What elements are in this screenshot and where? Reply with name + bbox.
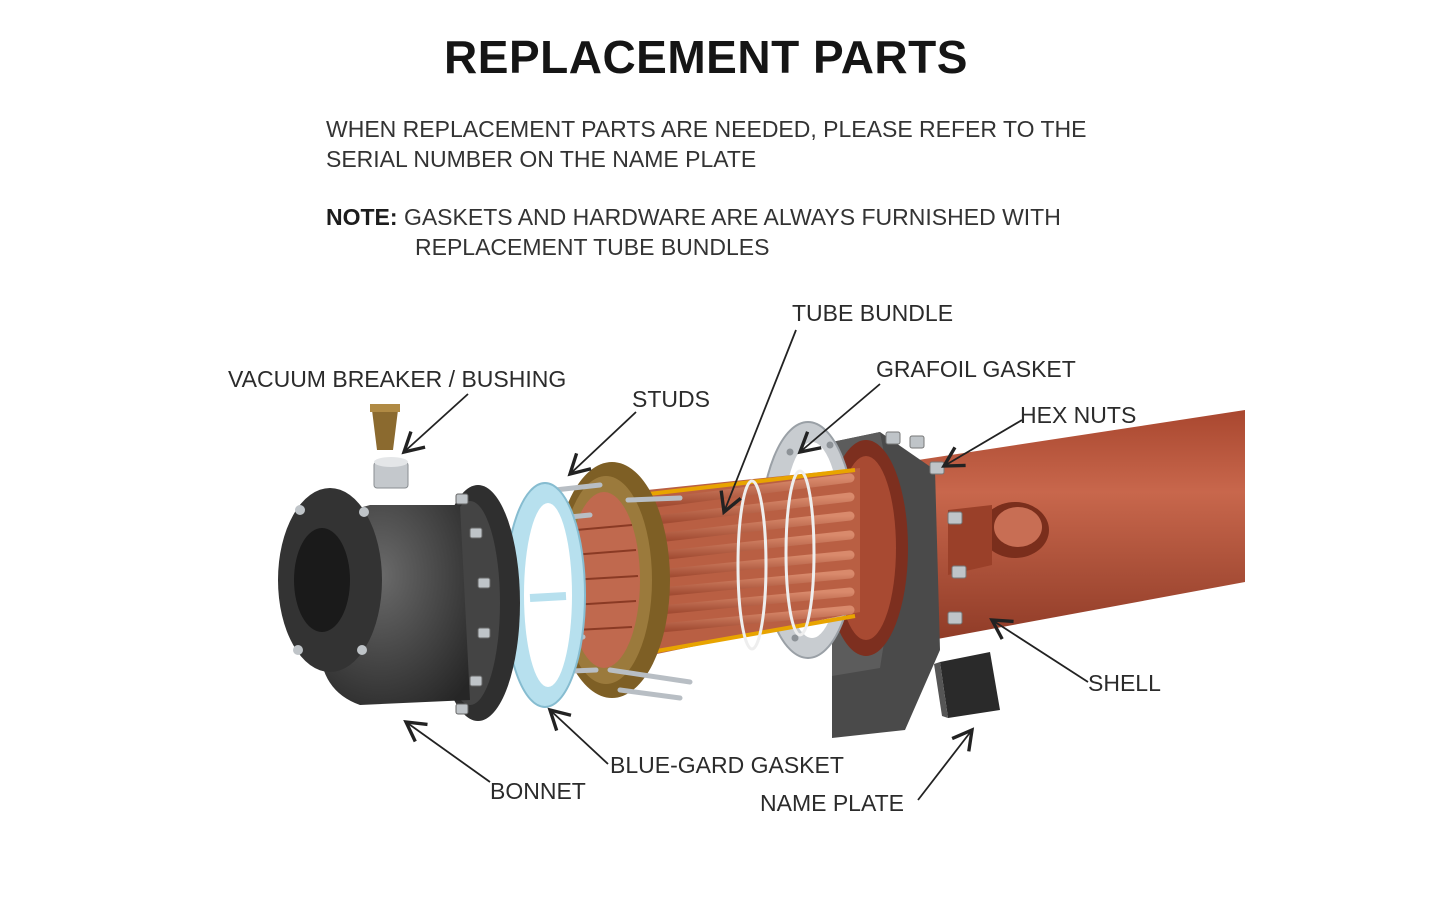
label-shell: SHELL [1088, 670, 1161, 696]
vacuum-breaker-part [370, 404, 409, 489]
label-blue-gard-gasket: BLUE-GARD GASKET [610, 752, 844, 778]
label-bonnet: BONNET [490, 778, 586, 804]
intro-line-2: SERIAL NUMBER ON THE NAME PLATE [326, 146, 757, 172]
label-name-plate: NAME PLATE [760, 790, 904, 816]
bonnet-part [278, 485, 520, 721]
note-line-2: REPLACEMENT TUBE BUNDLES [415, 234, 770, 260]
label-tube-bundle: TUBE BUNDLE [792, 300, 954, 326]
note-text-1: GASKETS AND HARDWARE ARE ALWAYS FURNISHE… [403, 204, 1061, 230]
note-line-1: NOTE: GASKETS AND HARDWARE ARE ALWAYS FU… [326, 202, 1061, 232]
intro-line-1: WHEN REPLACEMENT PARTS ARE NEEDED, PLEAS… [326, 116, 1087, 142]
label-vacuum-breaker: VACUUM BREAKER / BUSHING [228, 366, 567, 392]
intro-text: WHEN REPLACEMENT PARTS ARE NEEDED, PLEAS… [326, 114, 1226, 174]
label-hex-nuts: HEX NUTS [1020, 402, 1137, 428]
tube-sheet-part [554, 462, 670, 698]
note-block: NOTE: GASKETS AND HARDWARE ARE ALWAYS FU… [326, 202, 1061, 260]
name-plate-part [934, 652, 1000, 718]
label-grafoil-gasket: GRAFOIL GASKET [876, 356, 1076, 382]
label-studs: STUDS [632, 386, 710, 412]
tube-bundle-part [628, 468, 860, 660]
page-title: REPLACEMENT PARTS [444, 31, 968, 83]
note-label: NOTE: [326, 204, 398, 230]
blue-gard-gasket-part [504, 482, 586, 708]
shell-part [824, 410, 1245, 738]
callout-arrows [401, 329, 1089, 801]
